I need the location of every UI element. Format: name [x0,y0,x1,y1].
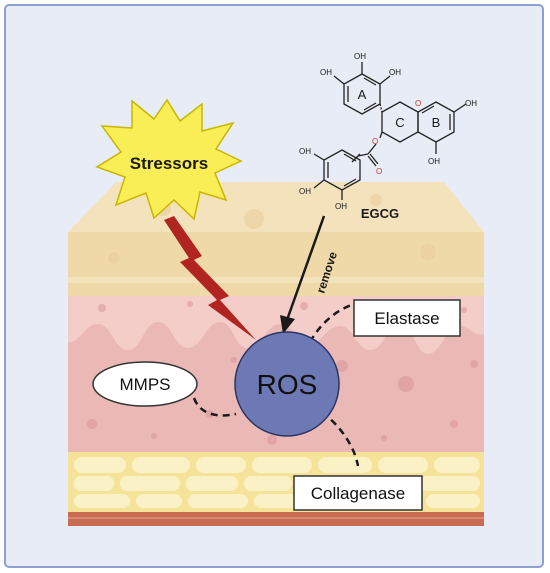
egcg-atom-labels: OH OH OH OH OH OH OH OH O O O [299,52,477,211]
connector-elastase [308,302,355,343]
figure-panel: Stressors OH OH OH OH [4,4,544,568]
stressors-starburst: Stressors [95,98,243,221]
o-label: O [372,137,378,146]
oh-label: OH [335,202,347,211]
connector-mmps [192,397,237,417]
diagram-canvas: Stressors OH OH OH OH [4,4,544,568]
o-label: O [376,167,382,176]
oh-label: OH [389,68,401,77]
oh-label: OH [354,52,366,61]
mmps-label: MMPS [120,375,171,394]
dermis-dots [87,301,478,445]
oh-label: OH [299,187,311,196]
stressors-label: Stressors [130,154,208,173]
ros-label: ROS [257,369,318,400]
ring-label-b: B [432,115,441,130]
elastase-label: Elastase [374,309,439,328]
ring-label-a: A [358,87,367,102]
oh-label: OH [299,147,311,156]
ros-node: ROS [234,331,340,437]
arrowhead-icon [280,315,295,334]
egcg-molecule-icon [313,62,467,200]
egcg-label: EGCG [361,206,399,221]
o-label: O [415,99,421,108]
oh-label: OH [465,99,477,108]
ring-label-c: C [395,115,404,130]
collagenase-label: Collagenase [311,484,406,503]
oh-label: OH [428,157,440,166]
epidermis-layer [68,232,484,296]
egcg-ring-labels: A C B [358,87,441,130]
starburst-icon [95,98,243,221]
remove-arrow [280,215,326,334]
collagenase-node: Collagenase [293,475,423,511]
lightning-bolt-icon [164,216,256,340]
oh-label: OH [320,68,332,77]
mmps-node: MMPS [92,361,198,407]
elastase-node: Elastase [353,299,461,337]
